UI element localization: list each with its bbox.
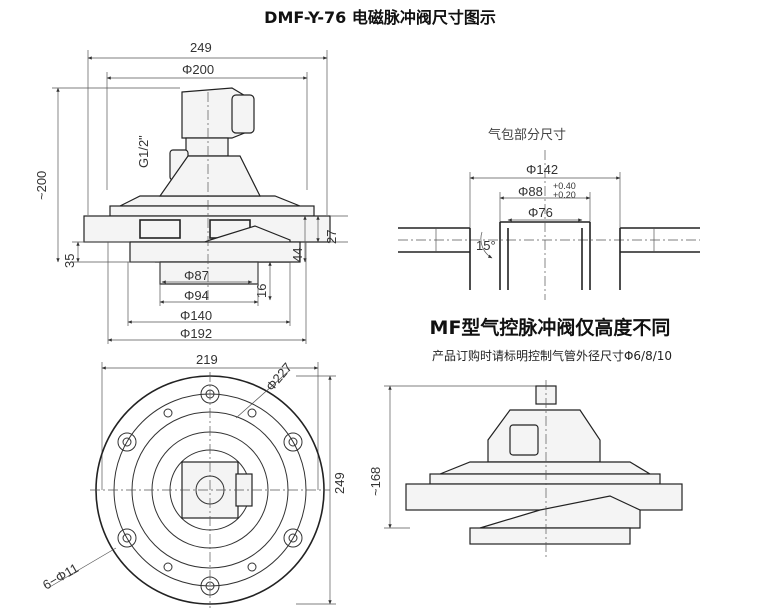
mf-side-view: ~168 [368,380,683,560]
side-view: 249 Φ200 ~200 G1/2" 35 [34,40,348,344]
thread-label: G1/2" [136,135,151,168]
mf-base [405,483,683,511]
valve-cover [119,195,301,207]
dim-27: 27 [324,230,339,244]
valve-flange [109,205,315,217]
mf-flange [429,473,661,485]
dim-angle-15: 15° [476,238,496,253]
dim-phi-200: Φ200 [182,62,214,77]
dim-mf-height: ~168 [368,467,383,496]
mf-order-note: 产品订购时请标明控制气管外径尺寸Φ6/8/10 [431,349,673,363]
tolerance-upper: +0.40 [553,181,576,191]
page-title: DMF-Y-76 电磁脉冲阀尺寸图示 [264,8,496,27]
dim-249-top: 249 [190,40,212,55]
tolerance-lower: +0.20 [553,190,576,200]
outlet-body [129,241,301,263]
mf-bonnet [487,409,601,463]
dim-bolt-holes: 6−Φ11 [40,560,81,592]
base-window [139,219,181,239]
dim-height-200: ~200 [34,171,49,200]
top-view: 219 Φ227 249 6−Φ11 [40,352,347,608]
dim-phi-94: Φ94 [184,288,209,303]
dim-phi-76: Φ76 [528,205,553,220]
mf-cover [439,461,653,475]
valve-bonnet [158,155,261,197]
mf-outlet [469,527,631,545]
bolt-holes [117,384,303,596]
dim-phi-192: Φ192 [180,326,212,341]
dim-phi-227: Φ227 [263,360,295,394]
dim-phi-88: Φ88 [518,184,543,199]
dim-phi-87: Φ87 [184,268,209,283]
mf-side-port [509,424,539,456]
dim-44: 44 [290,248,305,262]
dim-16: 16 [254,284,269,298]
solenoid-stem [185,137,229,157]
air-tank-view: Φ142 Φ88 +0.40 +0.20 Φ76 15° [398,150,700,300]
solenoid-connector [231,94,255,134]
valve-base [83,215,331,243]
dim-219: 219 [196,352,218,367]
air-tank-label: 气包部分尺寸 [488,128,567,143]
mf-title: MF型气控脉冲阀仅高度不同 [429,317,671,339]
dim-35: 35 [62,254,77,268]
dim-phi-142: Φ142 [526,162,558,177]
outlet-pipe [159,261,259,285]
dim-phi-140: Φ140 [180,308,212,323]
dim-249-side: 249 [332,472,347,494]
